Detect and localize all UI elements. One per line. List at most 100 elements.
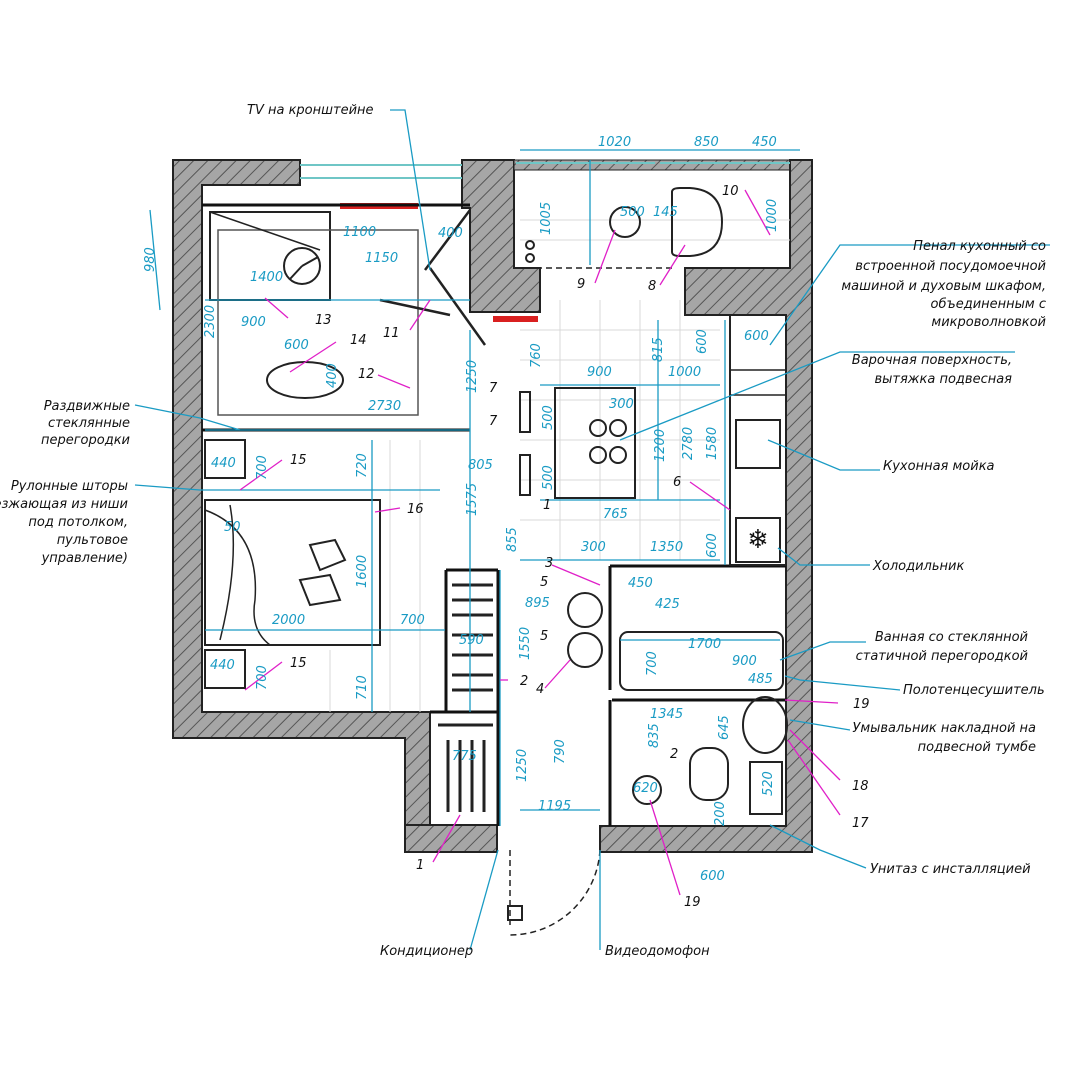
dim-text: 200 [713,801,728,826]
label-hob-1: Варочная поверхность, [852,353,1012,368]
fridge [735,517,781,563]
sink [735,419,781,469]
dim-text: 400 [325,363,340,388]
dim-text: 450 [752,135,777,150]
callout-number: 11 [383,326,400,341]
nightstand-bottom [204,649,246,689]
label-bath-2: статичной перегородкой [856,649,1028,664]
callout-number: 1 [416,858,424,873]
label-partitions-1: Раздвижные [44,399,130,414]
callout-number: 17 [852,816,869,831]
dim-text: 900 [587,365,612,380]
exterior-walls [172,159,813,853]
dim-text: 300 [609,397,634,412]
dim-text: 710 [355,675,370,700]
label-bath-1: Ванная со стеклянной [875,630,1028,645]
dim-text: 2000 [272,613,305,628]
dim-text: 440 [211,456,236,471]
dim-text: 1700 [688,637,721,652]
dim-text: 900 [241,315,266,330]
dim-text: 145 [653,205,678,220]
dim-text: 600 [695,329,710,354]
bathtub [619,631,784,691]
dim-text: 450 [628,576,653,591]
label-intercom: Видеодомофон [605,944,710,959]
dim-text: 1250 [465,360,480,393]
callout-number: 19 [853,697,870,712]
dim-text: 720 [355,453,370,478]
dim-text: 400 [438,226,463,241]
dim-text: 2730 [368,399,401,414]
svg-text:❄: ❄ [747,525,769,555]
dim-text: 1600 [355,555,370,588]
callout-number: 13 [315,313,332,328]
desk [209,211,331,301]
callout-number: 3 [545,556,553,571]
label-sink: Кухонная мойка [883,459,995,474]
dim-text: 790 [553,739,568,764]
dim-text: 645 [717,715,732,740]
dim-text: 1195 [538,799,571,814]
label-tv: TV на кронштейне [247,103,374,118]
dim-text: 485 [748,672,773,687]
dim-text: 900 [732,654,757,669]
callout-number: 12 [358,367,375,382]
callout-number: 2 [520,674,528,689]
label-penal-3: машиной и духовым шкафом, [841,279,1046,294]
callout-number: 14 [350,333,367,348]
dim-text: 500 [541,465,556,490]
dim-text: 500 [541,405,556,430]
callout-number: 5 [540,575,548,590]
dimension-values: 1020 850 450 1005 500 145 1000 980 1100 … [143,135,780,884]
toilet-top [671,187,724,257]
callout-number: 19 [684,895,701,910]
washbasin [742,696,788,754]
callout-number: 5 [540,629,548,644]
callout-number: 9 [577,277,585,292]
label-blinds-2: выезжающая из ниши [0,497,128,512]
callout-number: 18 [852,779,869,794]
dim-text: 1200 [653,429,668,462]
dim-text: 835 [647,723,662,748]
label-penal-4: объединенным с [931,297,1046,312]
toilet-bottom [689,747,729,801]
dim-text: 2300 [203,305,218,338]
callout-number: 4 [536,682,544,697]
bed [204,499,381,646]
shelf [749,761,783,815]
label-blinds-5: управление) [41,551,128,566]
dim-text: 1100 [343,225,376,240]
dim-text: 600 [744,329,769,344]
dim-text: 700 [400,613,425,628]
dim-text: 500 [620,205,645,220]
dim-text: 760 [529,343,544,368]
callout-number: 10 [722,184,739,199]
dim-text: 815 [651,337,666,362]
annotation-labels: TV на кронштейне Пенал кухонный со встро… [0,103,1046,959]
label-hob-2: вытяжка подвесная [874,372,1012,387]
nightstand-top [204,439,246,479]
dim-text: 1250 [515,749,530,782]
dim-text: 600 [705,533,720,558]
dim-text: 700 [255,665,270,690]
dim-text: 620 [633,781,658,796]
kitchen-unit [729,314,787,566]
callout-numbers: 9 8 10 11 12 13 14 15 15 16 7 7 3 5 5 4 … [290,184,870,910]
label-partitions-3: перегородки [41,433,130,448]
dim-text: 1000 [668,365,701,380]
dim-text: 700 [645,651,660,676]
dim-text: 775 [452,749,477,764]
label-penal-5: микроволновкой [931,315,1046,330]
dim-text: 2780 [681,427,696,460]
callout-number: 7 [489,414,498,429]
callout-number: 2 [670,747,678,762]
label-fridge: Холодильник [872,559,964,574]
callout-number: 6 [673,475,681,490]
callout-number: 15 [290,656,307,671]
dim-text: 600 [700,869,725,884]
callout-number: 15 [290,453,307,468]
callout-number: 1 [543,498,551,513]
hob [554,387,636,499]
